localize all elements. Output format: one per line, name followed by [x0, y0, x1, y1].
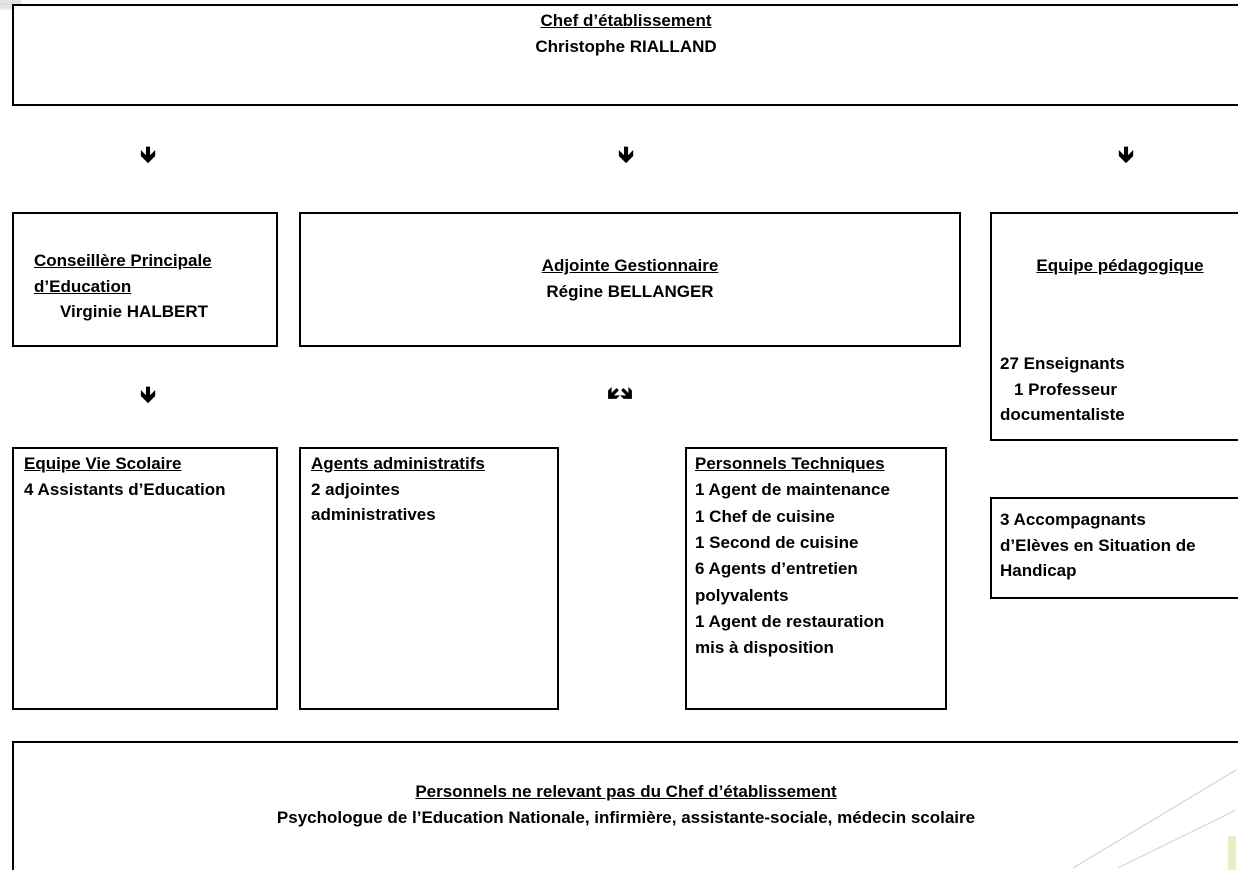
- externes-title: Personnels ne relevant pas du Chef d’éta…: [415, 782, 837, 801]
- techniques-item: 1 Agent de restauration: [695, 612, 885, 632]
- administratifs-title: Agents administratifs: [311, 454, 485, 473]
- techniques-item: 1 Agent de maintenance: [695, 480, 890, 500]
- vie-scolaire-box: Equipe Vie Scolaire 4 Assistants d’Educa…: [12, 447, 278, 710]
- cpe-title: d’Education: [34, 276, 132, 296]
- header-title: Chef d’établissement: [540, 11, 712, 30]
- cpe-box: Conseillère Principale d’Education Virgi…: [12, 212, 278, 347]
- pedagogie-documentaliste: 1 Professeur: [1014, 379, 1117, 399]
- arrow-split-icon: 🡿🡾: [607, 383, 633, 403]
- decorative-lines: [1072, 769, 1237, 870]
- techniques-item: mis à disposition: [695, 638, 834, 658]
- arrow-down-icon: 🡻: [1118, 142, 1134, 167]
- pedagogie-box: Equipe pédagogique 27 Enseignants 1 Prof…: [990, 212, 1238, 441]
- gestion-title: Adjointe Gestionnaire: [541, 256, 719, 275]
- cpe-name: Virginie HALBERT: [60, 302, 208, 321]
- arrow-down-icon: 🡻: [618, 142, 634, 167]
- administratifs-box: Agents administratifs 2 adjointes admini…: [299, 447, 559, 710]
- aesh-line: Handicap: [1000, 561, 1077, 580]
- techniques-item: 1 Second de cuisine: [695, 533, 859, 553]
- arrow-down-icon: 🡻: [140, 142, 156, 167]
- externes-box: Personnels ne relevant pas du Chef d’éta…: [12, 741, 1238, 870]
- techniques-item: 1 Chef de cuisine: [695, 506, 835, 526]
- techniques-box: Personnels Techniques 1 Agent de mainten…: [685, 447, 947, 710]
- logo: ▒▒▒▒▒▒▒▒▒▒▒▒: [0, 0, 22, 10]
- gestion-name: Régine BELLANGER: [546, 281, 714, 301]
- aesh-line: 3 Accompagnants: [1000, 510, 1146, 529]
- header-box: Chef d’établissement Christophe RIALLAND: [12, 4, 1238, 106]
- pedagogie-documentaliste: documentaliste: [1000, 405, 1125, 424]
- aesh-line: d’Elèves en Situation de: [1000, 535, 1196, 555]
- vie-scolaire-line: 4 Assistants d’Education: [24, 479, 226, 499]
- techniques-title: Personnels Techniques: [695, 454, 885, 473]
- externes-line: Psychologue de l’Education Nationale, in…: [276, 807, 976, 827]
- techniques-item: polyvalents: [695, 585, 789, 605]
- arrow-down-icon: 🡻: [140, 382, 156, 407]
- header-name: Christophe RIALLAND: [535, 36, 717, 56]
- cpe-title: Conseillère Principale: [34, 251, 212, 270]
- gestion-box: Adjointe Gestionnaire Régine BELLANGER: [299, 212, 961, 347]
- pedagogie-title: Equipe pédagogique: [1036, 256, 1204, 275]
- pedagogie-teachers: 27 Enseignants: [1000, 354, 1125, 373]
- administratifs-line: administratives: [311, 505, 436, 524]
- vie-scolaire-title: Equipe Vie Scolaire: [24, 454, 182, 473]
- administratifs-line: 2 adjointes: [311, 479, 400, 499]
- aesh-box: 3 Accompagnants d’Elèves en Situation de…: [990, 497, 1238, 599]
- techniques-item: 6 Agents d’entretien: [695, 559, 858, 579]
